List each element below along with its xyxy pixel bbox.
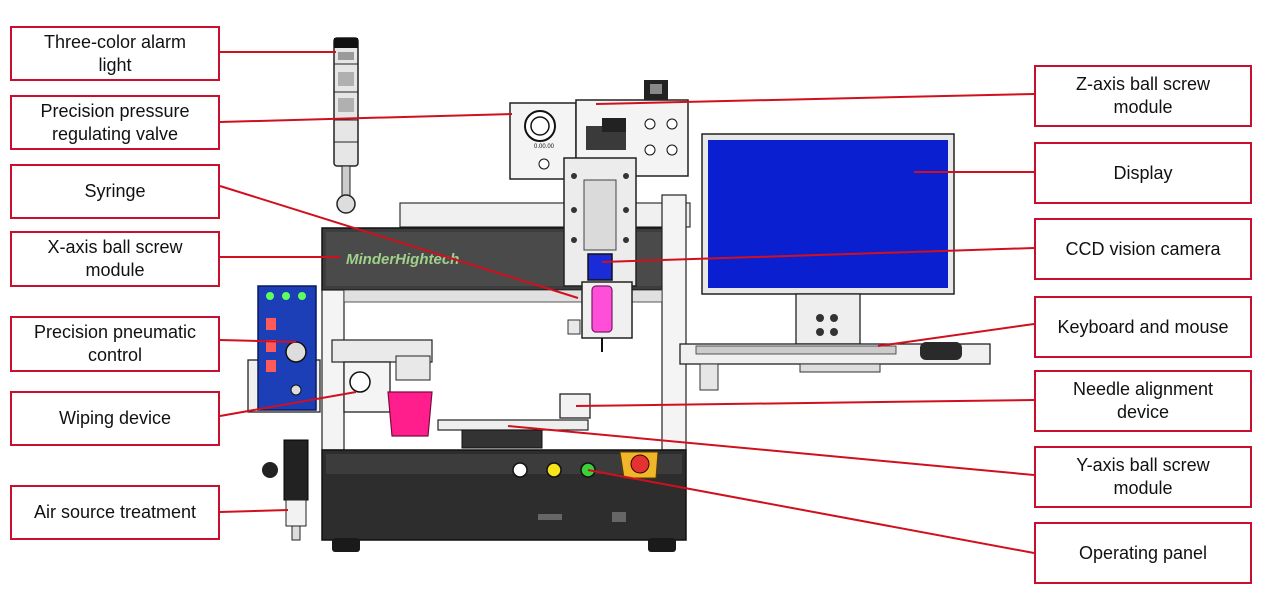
label-syringe: Syringe (10, 164, 220, 219)
machine-base (321, 449, 687, 552)
brand-text: MinderHightech (346, 251, 459, 268)
label-pneumatic: Precision pneumatic control (10, 316, 220, 372)
label-z-axis: Z-axis ball screw module (1034, 65, 1252, 127)
display-monitor (701, 133, 955, 345)
keyboard-shelf (679, 342, 991, 391)
rear-rail (399, 202, 691, 228)
ccd-camera (587, 253, 613, 281)
label-keyboard: Keyboard and mouse (1034, 296, 1252, 358)
gauge-text: 0.00.00 (534, 144, 555, 150)
leader-lines (219, 51, 1035, 554)
label-alarm-light: Three-color alarm light (10, 26, 220, 81)
label-air-source: Air source treatment (10, 485, 220, 540)
left-column (321, 289, 345, 451)
right-column (661, 194, 687, 451)
label-x-axis: X-axis ball screw module (10, 231, 220, 287)
pneumatic-panel (247, 285, 321, 413)
alarm-light-tower (333, 37, 359, 214)
label-operating-panel: Operating panel (1034, 522, 1252, 584)
label-y-axis: Y-axis ball screw module (1034, 446, 1252, 508)
label-wiping: Wiping device (10, 391, 220, 446)
label-pressure-valve: Precision pressure regulating valve (10, 95, 220, 150)
work-table (437, 419, 589, 449)
label-display: Display (1034, 142, 1252, 204)
air-source-unit (262, 439, 309, 541)
syringe (567, 281, 633, 352)
wiping-device (331, 339, 433, 437)
label-ccd: CCD vision camera (1034, 218, 1252, 280)
label-needle: Needle alignment device (1034, 370, 1252, 432)
